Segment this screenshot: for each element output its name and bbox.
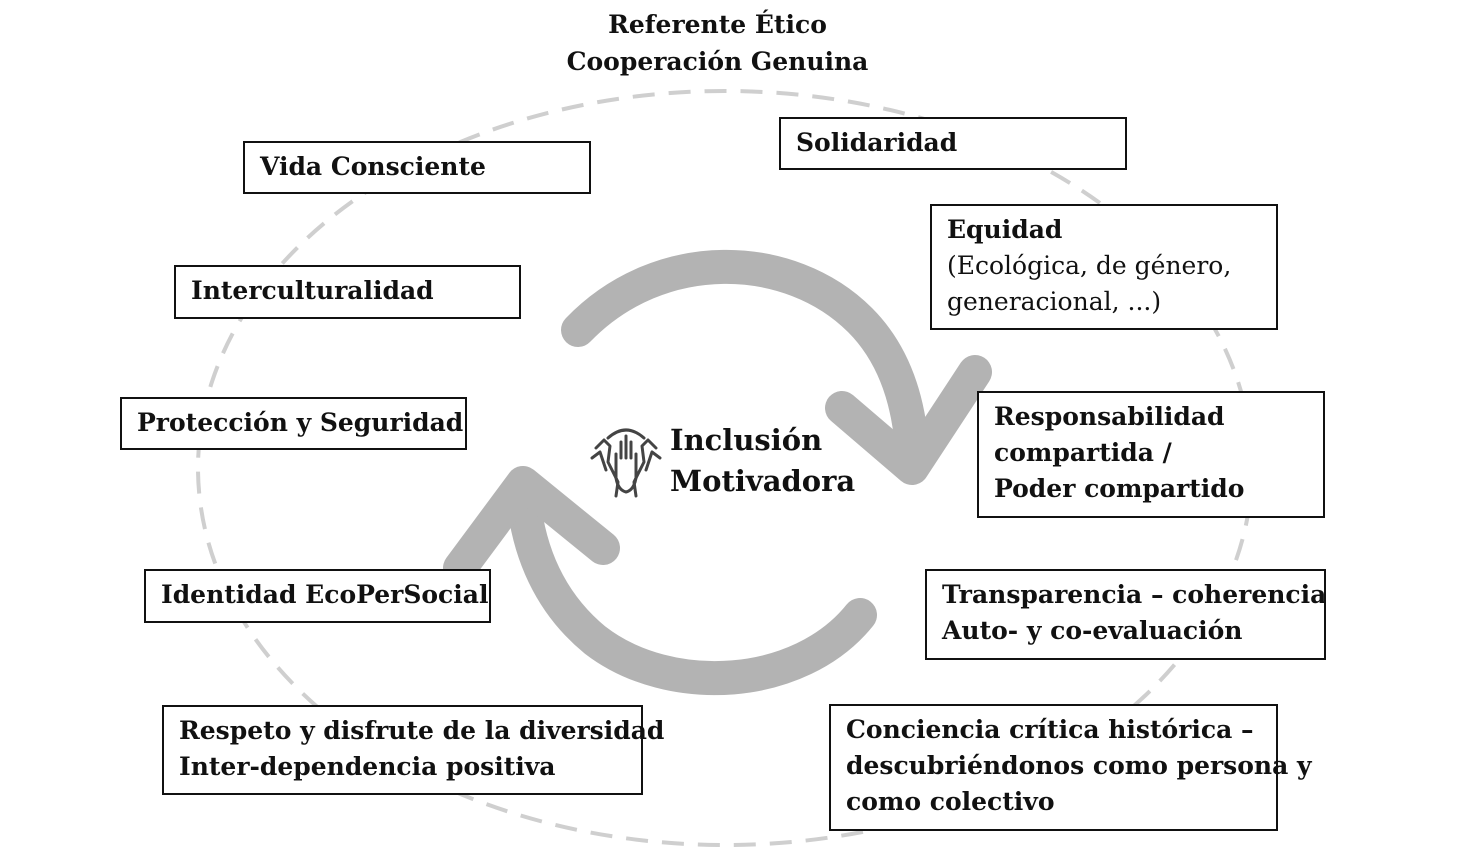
diagram-title-line-2: Cooperación Genuina (566, 47, 869, 76)
box-responsabilidad-compartida: Responsabilidad compartida / Poder compa… (977, 391, 1325, 518)
box-respeto-line-2: Inter-dependencia positiva (179, 752, 556, 781)
center-label: Inclusión Motivadora (670, 420, 855, 502)
box-identidad-line-1: Identidad EcoPerSocial (161, 580, 489, 609)
box-transparencia: Transparencia – coherencia Auto- y co-ev… (925, 569, 1326, 660)
box-intercult-line-1: Interculturalidad (191, 276, 434, 305)
diagram-title-line-1: Referente Ético (608, 10, 827, 39)
box-proteccion-line-1: Protección y Seguridad (137, 408, 464, 437)
box-identidad-ecopersocial: Identidad EcoPerSocial (144, 569, 491, 623)
box-proteccion-seguridad: Protección y Seguridad (120, 397, 467, 450)
box-respeto-diversidad: Respeto y disfrute de la diversidad Inte… (162, 705, 665, 795)
box-equidad-line-3: generacional, ...) (947, 287, 1162, 316)
box-respeto-line-1: Respeto y disfrute de la diversidad (179, 716, 665, 745)
hands-icon (590, 428, 662, 498)
center-label-line-1: Inclusión (670, 423, 823, 457)
box-vida-line-1: Vida Consciente (260, 152, 486, 181)
box-conciencia-critica: Conciencia crítica histórica – descubrié… (829, 704, 1312, 831)
box-equidad-line-2: (Ecológica, de género, (947, 251, 1232, 280)
box-equidad: Equidad (Ecológica, de género, generacio… (930, 204, 1278, 330)
box-equidad-line-1: Equidad (947, 215, 1063, 244)
lower-cycle-arrowhead (443, 466, 620, 585)
box-conciencia-line-2: descubriéndonos como persona y (846, 751, 1312, 780)
box-solidaridad: Solidaridad (779, 117, 1127, 170)
box-vida-consciente: Vida Consciente (243, 141, 591, 194)
box-responsabilidad-line-1: Responsabilidad (994, 402, 1225, 431)
box-conciencia-line-3: como colectivo (846, 787, 1055, 816)
box-conciencia-line-1: Conciencia crítica histórica – (846, 715, 1254, 744)
upper-cycle-arrowhead (825, 355, 992, 485)
box-solidaridad-line-1: Solidaridad (796, 128, 958, 157)
box-interculturalidad: Interculturalidad (174, 265, 521, 319)
box-responsabilidad-line-3: Poder compartido (994, 474, 1245, 503)
box-transparencia-line-1: Transparencia – coherencia (942, 580, 1327, 609)
box-responsabilidad-line-2: compartida / (994, 438, 1172, 467)
box-transparencia-line-2: Auto- y co-evaluación (942, 616, 1243, 645)
lower-cycle-arrow (506, 478, 877, 696)
center-label-line-2: Motivadora (670, 464, 856, 498)
upper-cycle-arrow (561, 249, 929, 465)
